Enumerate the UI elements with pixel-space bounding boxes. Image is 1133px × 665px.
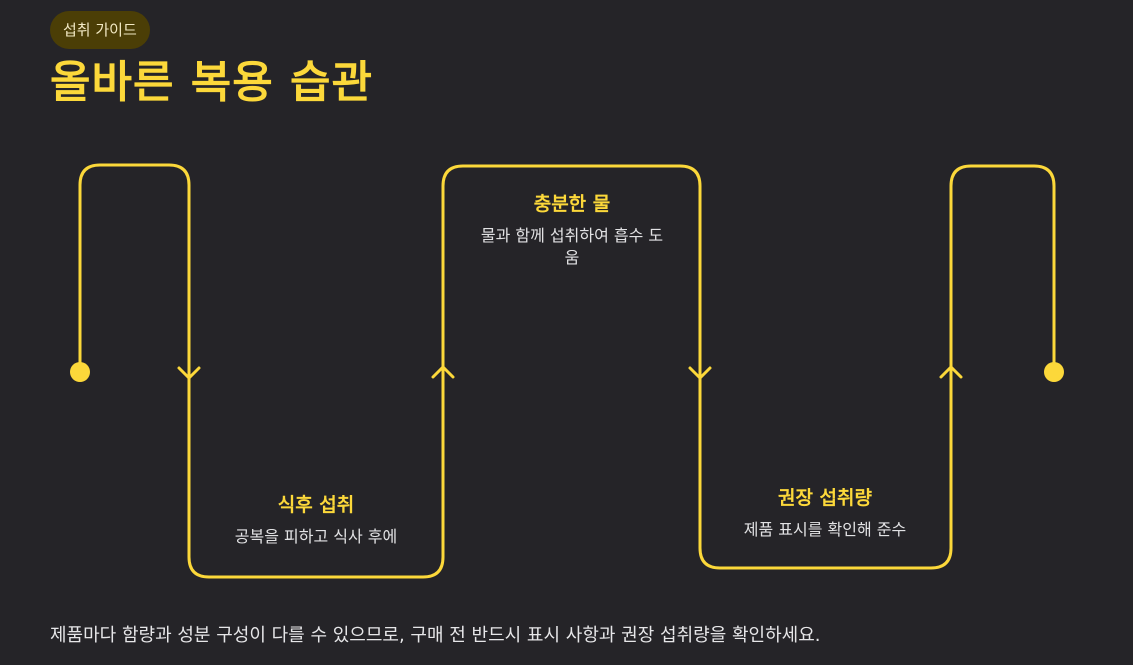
step-enough-water: 충분한 물 물과 함께 섭취하여 흡수 도움 [478, 190, 666, 269]
arrow-up-icon [939, 365, 963, 379]
step-after-meal: 식후 섭취 공복을 피하고 식사 후에 [196, 491, 436, 548]
arrow-down-icon [177, 366, 201, 380]
arrow-down-icon [688, 366, 712, 380]
page-title: 올바른 복용 습관 [50, 57, 373, 108]
step-title: 식후 섭취 [277, 494, 355, 516]
end-dot [1044, 362, 1064, 382]
step-recommended-dose: 권장 섭취량 제품 표시를 확인해 준수 [706, 484, 944, 541]
start-dot [70, 362, 90, 382]
category-badge: 섭취 가이드 [50, 11, 150, 49]
step-title: 충분한 물 [533, 193, 611, 215]
step-description: 물과 함께 섭취하여 흡수 도움 [480, 226, 664, 267]
step-title: 권장 섭취량 [777, 487, 872, 509]
step-description: 제품 표시를 확인해 준수 [743, 520, 907, 539]
arrow-up-icon [431, 365, 455, 379]
step-description: 공복을 피하고 식사 후에 [234, 527, 398, 546]
footnote: 제품마다 함량과 성분 구성이 다를 수 있으므로, 구매 전 반드시 표시 사… [50, 625, 821, 646]
flow-path [78, 163, 1056, 579]
